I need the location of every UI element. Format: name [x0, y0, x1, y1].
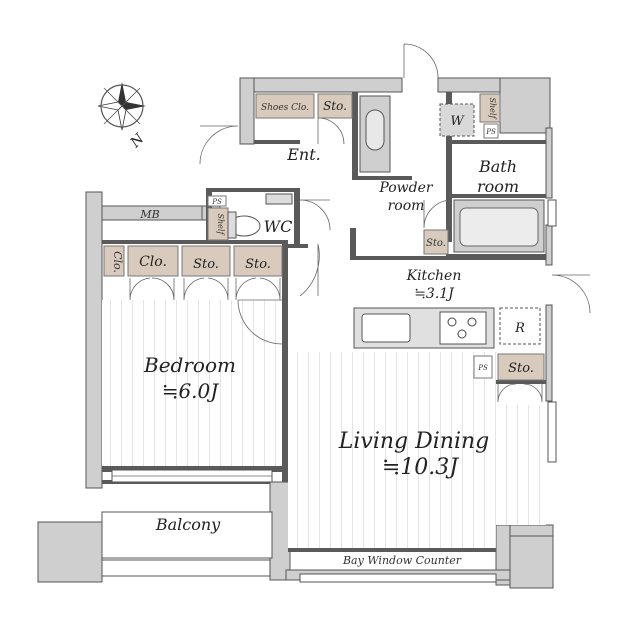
basin-icon [365, 109, 385, 151]
shelf-bath-label: Shelf [488, 98, 497, 121]
bedroom-storage-1 [181, 245, 231, 277]
living-dining-name: Living Dining [338, 429, 490, 454]
shelf-wc-label: Shelf [216, 214, 225, 237]
bedroom-storage-2 [233, 245, 283, 277]
entrance-storage-label: Sto. [323, 99, 347, 113]
bedroom-storage-1-label: Sto. [193, 257, 219, 272]
stove-icon [439, 311, 487, 345]
closet-small [103, 245, 125, 277]
shoes-closet-label: Shoes Clo. [261, 103, 309, 113]
living-floor-bay [496, 405, 546, 525]
pipe-space-3-label: PS [477, 364, 488, 372]
bedroom-storage-2-label: Sto. [245, 257, 271, 272]
bedroom-floor [102, 300, 284, 470]
refrigerator-space [499, 307, 541, 345]
ps-box-2 [483, 123, 499, 139]
pipe-space-2-label: PS [485, 128, 496, 136]
powder-room-label-2: room [388, 198, 425, 214]
closet-small-label: Clo. [111, 251, 124, 273]
bay-window-counter-label: Bay Window Counter [342, 554, 462, 567]
bedroom-area: ≒6.0J [162, 379, 220, 403]
refrigerator-label: R [514, 321, 525, 336]
shelf-bath-box [479, 93, 501, 123]
ps-box-1 [207, 195, 227, 207]
bathtub-inner [459, 207, 539, 247]
bedroom-name: Bedroom [143, 353, 236, 377]
wc-label: WC [264, 217, 293, 236]
powder-storage [423, 229, 449, 255]
mb-label: MB [139, 208, 159, 221]
living-storage-label: Sto. [508, 361, 534, 376]
door-swings [129, 43, 591, 403]
entrance-storage [317, 93, 353, 119]
washer-label: W [450, 114, 465, 129]
kitchen-name: Kitchen [406, 268, 462, 284]
powder-room-label-1: Powder [378, 180, 434, 196]
shoes-closet [255, 93, 315, 119]
compass-icon [97, 82, 146, 131]
windows [101, 199, 557, 583]
balcony-area [101, 511, 273, 559]
pipe-space-1-label: PS [211, 198, 222, 206]
balcony-label: Balcony [155, 515, 221, 534]
closet [127, 245, 179, 277]
washer-pan [439, 103, 475, 137]
ps-box-3 [473, 355, 493, 379]
powder-storage-label: Sto. [426, 238, 446, 249]
kitchen-sink-icon [361, 313, 411, 343]
wc-sink-icon [265, 193, 293, 205]
living-floor [288, 352, 496, 550]
kitchen-area: ≒3.1J [414, 286, 455, 302]
closet-label: Clo. [139, 254, 167, 270]
compass-north-label: N [127, 130, 148, 151]
entrance-label: Ent. [286, 145, 321, 164]
mb-box [101, 205, 203, 221]
bath-room-label-1: Bath [478, 157, 517, 176]
bath-room-label-2: room [477, 177, 519, 196]
living-dining-area: ≒10.3J [382, 455, 459, 480]
outer-walls [37, 77, 554, 589]
living-storage [497, 353, 545, 381]
